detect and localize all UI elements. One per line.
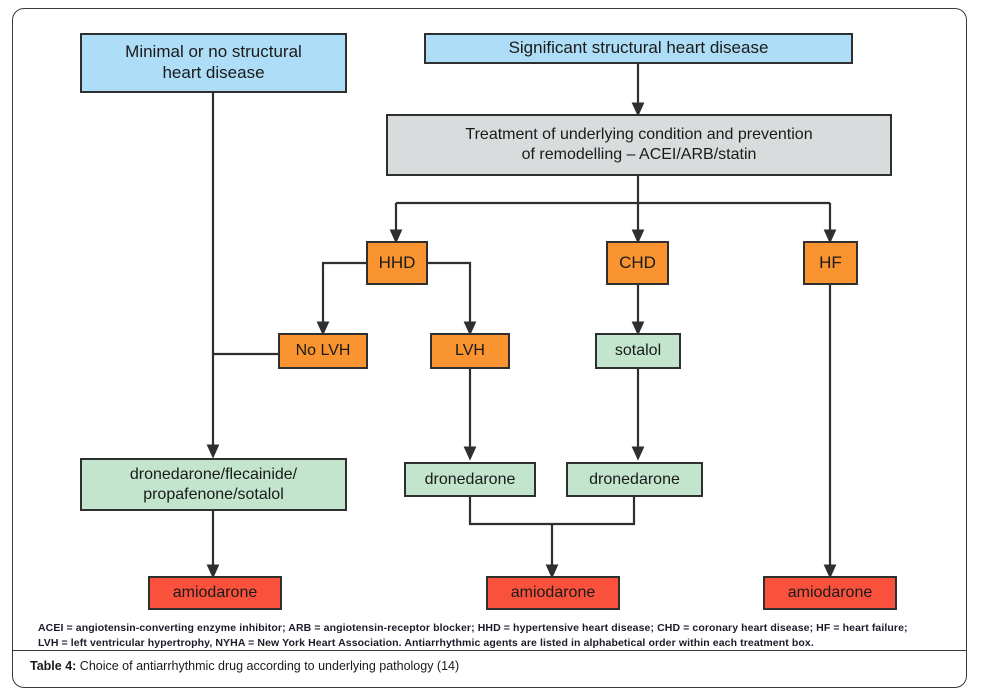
node-sotalol[interactable]: sotalol (595, 333, 681, 369)
figure-footnote: ACEI = angiotensin-converting enzyme inh… (38, 621, 943, 651)
node-minimal-structural-disease[interactable]: Minimal or no structural heart disease (80, 33, 347, 93)
node-significant-structural-disease[interactable]: Significant structural heart disease (424, 33, 853, 64)
node-treatment-underlying-condition[interactable]: Treatment of underlying condition and pr… (386, 114, 892, 176)
node-no-lvh[interactable]: No LVH (278, 333, 368, 369)
node-amiodarone-left[interactable]: amiodarone (148, 576, 282, 610)
node-amiodarone-right[interactable]: amiodarone (763, 576, 897, 610)
node-dronedarone-lvh[interactable]: dronedarone (404, 462, 536, 497)
node-left-drug-options[interactable]: dronedarone/flecainide/ propafenone/sota… (80, 458, 347, 511)
node-hhd[interactable]: HHD (366, 241, 428, 285)
figure-caption: Table 4: Choice of antiarrhythmic drug a… (30, 659, 940, 673)
caption-label: Table 4: (30, 659, 77, 673)
node-amiodarone-middle[interactable]: amiodarone (486, 576, 620, 610)
caption-text: Choice of antiarrhythmic drug according … (76, 659, 460, 673)
caption-divider (13, 650, 966, 651)
node-hf[interactable]: HF (803, 241, 858, 285)
node-dronedarone-chd[interactable]: dronedarone (566, 462, 703, 497)
node-lvh[interactable]: LVH (430, 333, 510, 369)
footnote-line-2: LVH = left ventricular hypertrophy, NYHA… (38, 636, 814, 649)
footnote-line-1: ACEI = angiotensin-converting enzyme inh… (38, 622, 908, 634)
node-chd[interactable]: CHD (606, 241, 669, 285)
